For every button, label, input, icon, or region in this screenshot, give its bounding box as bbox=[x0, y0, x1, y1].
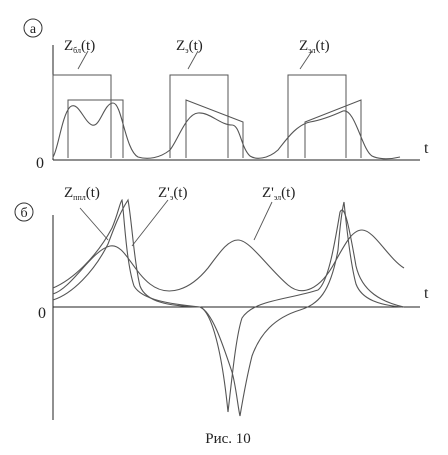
panel-a-leader-3 bbox=[299, 50, 313, 70]
panel-a-inner-pulse-2 bbox=[185, 99, 244, 158]
panel-b-label-zel-prime: Z'эл(t) bbox=[262, 185, 295, 202]
panel-a-pulse-1 bbox=[52, 74, 112, 158]
panel-b-leader-1 bbox=[79, 207, 109, 241]
figure-caption: Рис. 10 bbox=[205, 431, 251, 447]
panel-b-leader-3 bbox=[253, 201, 273, 241]
panel-a-label-ze: Zэ(t) bbox=[176, 38, 203, 55]
panel-a-inner-pulse-1 bbox=[67, 99, 124, 158]
panel-a-label-zbl: Zбл(t) bbox=[64, 38, 95, 55]
panel-a-marker-circle bbox=[23, 18, 43, 38]
panel-b-axis-label: t bbox=[424, 285, 429, 302]
panel-b-label-zppl: Zппл(t) bbox=[64, 185, 100, 202]
panel-a-leader-1 bbox=[77, 50, 89, 70]
panel-a: а 0 t Zбл(t) Zэ(t) Zэл(t) bbox=[23, 18, 429, 172]
panel-b: б 0 t Zппл(t) Z'э(t) Z'эл(t) bbox=[14, 185, 429, 420]
panel-a-inner-pulse-3 bbox=[304, 99, 362, 158]
panel-a-curve bbox=[52, 102, 401, 160]
panel-b-curve-zppl bbox=[52, 198, 405, 413]
panel-b-marker: б bbox=[20, 206, 27, 221]
panel-a-origin-label: 0 bbox=[36, 155, 44, 172]
panel-a-marker: а bbox=[30, 22, 37, 37]
panel-a-pulse-2 bbox=[169, 74, 229, 158]
panel-a-label-zel: Zэл(t) bbox=[299, 38, 330, 55]
panel-a-pulse-3 bbox=[287, 74, 347, 158]
panel-a-leader-2 bbox=[187, 50, 199, 70]
panel-b-curve-zel-prime bbox=[52, 198, 403, 417]
panel-b-marker-circle bbox=[14, 202, 34, 222]
panel-a-axis-label: t bbox=[424, 140, 429, 157]
panel-b-label-ze-prime: Z'э(t) bbox=[158, 185, 187, 202]
panel-b-origin-label: 0 bbox=[38, 305, 46, 322]
panel-b-leader-2 bbox=[131, 199, 169, 247]
